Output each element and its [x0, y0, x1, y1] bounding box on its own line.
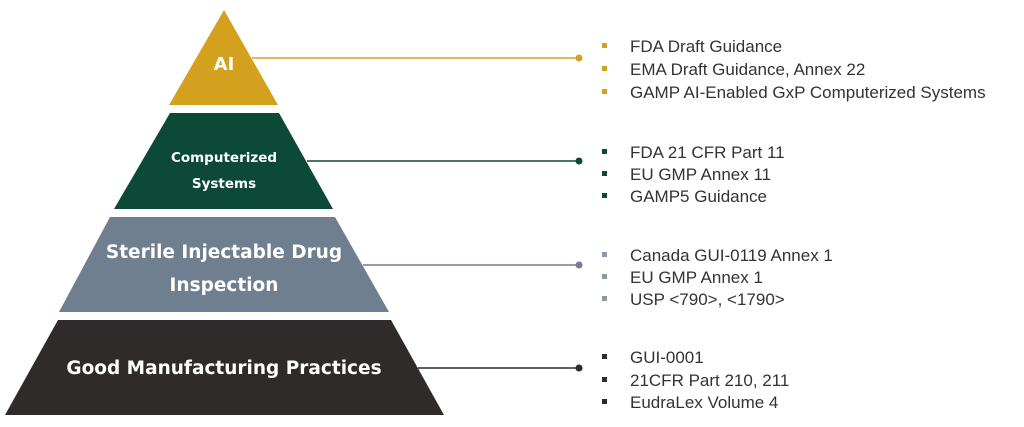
tier-sterile-label-line1: Sterile Injectable Drug — [106, 242, 342, 263]
connector-ai-dot — [575, 54, 583, 62]
bullet-icon — [602, 149, 607, 154]
list-item: USP <790>, <1790> — [630, 290, 785, 309]
list-item: EU GMP Annex 1 — [630, 268, 763, 287]
bullet-icon — [602, 399, 607, 404]
tier-ai-shape — [169, 10, 278, 105]
tier-computerized-label-line2: Systems — [192, 176, 256, 192]
bullet-icon — [602, 274, 607, 279]
bullet-icon — [602, 377, 607, 382]
list-item: GUI-0001 — [630, 348, 704, 367]
connector-sterile-dot — [575, 261, 583, 269]
list-item: EMA Draft Guidance, Annex 22 — [630, 60, 865, 79]
tier-sterile-shape — [59, 217, 389, 312]
list-item: GAMP5 Guidance — [630, 187, 767, 206]
list-sterile: Canada GUI-0119 Annex 1 EU GMP Annex 1 U… — [602, 246, 833, 309]
list-item: FDA 21 CFR Part 11 — [630, 143, 785, 162]
bullet-icon — [602, 252, 607, 257]
list-item: EudraLex Volume 4 — [630, 393, 778, 412]
bullet-icon — [602, 66, 607, 71]
connector-gmp-dot — [575, 364, 583, 372]
bullet-icon — [602, 193, 607, 198]
bullet-icon — [602, 296, 607, 301]
tier-computerized-label-line1: Computerized — [171, 150, 277, 166]
list-ai: FDA Draft Guidance EMA Draft Guidance, A… — [602, 37, 986, 102]
bullet-icon — [602, 354, 607, 359]
list-gmp: GUI-0001 21CFR Part 210, 211 EudraLex Vo… — [602, 348, 789, 412]
bullet-icon — [602, 89, 607, 94]
list-item: EU GMP Annex 11 — [630, 165, 771, 184]
bullet-icon — [602, 171, 607, 176]
bullet-icon — [602, 43, 607, 48]
list-item: 21CFR Part 210, 211 — [630, 371, 789, 390]
tier-sterile-label-line2: Inspection — [170, 275, 279, 296]
tier-gmp-label: Good Manufacturing Practices — [66, 358, 381, 379]
tier-ai-label: AI — [214, 54, 235, 75]
tier-gmp-shape — [5, 320, 444, 415]
list-item: Canada GUI-0119 Annex 1 — [630, 246, 833, 265]
connector-computerized-dot — [575, 157, 583, 165]
list-computerized: FDA 21 CFR Part 11 EU GMP Annex 11 GAMP5… — [602, 143, 785, 206]
list-item: FDA Draft Guidance — [630, 37, 782, 56]
tier-computerized-shape — [114, 113, 333, 209]
list-item: GAMP AI-Enabled GxP Computerized Systems — [630, 83, 986, 102]
